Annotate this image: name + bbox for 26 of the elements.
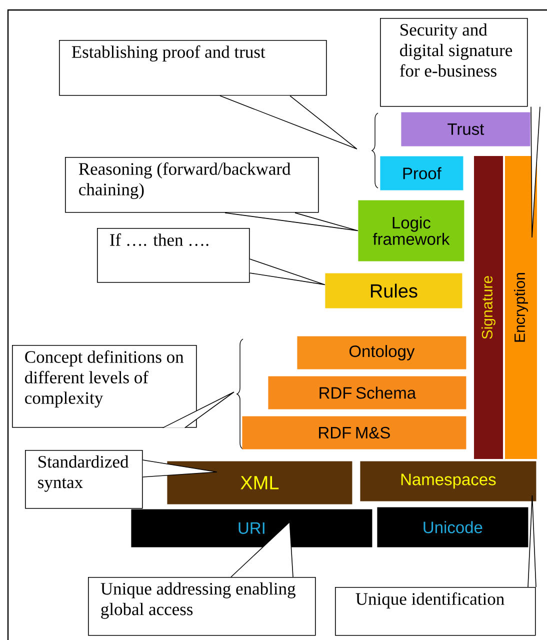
layer-box: URI (131, 509, 372, 548)
layer-box: Ontology (297, 336, 466, 370)
layer-box: Rules (325, 273, 462, 308)
callout-tail (220, 95, 358, 150)
callout-tail (224, 212, 358, 232)
layer-box: XML (167, 461, 352, 504)
callout-tail (249, 258, 326, 286)
layer-box: Logic framework (358, 200, 464, 262)
callout-tail (528, 495, 536, 588)
callout-box: Concept definitions on different levels of complexity (12, 345, 197, 428)
callout-box: Standardized syntax (25, 450, 143, 509)
layer-box: Trust (401, 112, 530, 146)
layer-bar: Encryption (505, 156, 537, 459)
layer-box: RDF M&S (242, 416, 466, 450)
callout-box: Unique identification (335, 587, 536, 636)
callout-tail (162, 392, 234, 428)
layer-box: RDF Schema (268, 376, 466, 410)
callout-box: Security and digital signature for e-business (380, 18, 528, 107)
callout-box: If …. then …. (97, 228, 250, 283)
layer-box: Namespaces (360, 461, 536, 502)
callout-tail (230, 522, 294, 578)
callout-tail (530, 106, 540, 238)
layer-box: Proof (380, 156, 464, 190)
callout-tail (142, 460, 218, 478)
layer-box: Unicode (377, 507, 528, 548)
layer-bar: Signature (474, 156, 503, 459)
